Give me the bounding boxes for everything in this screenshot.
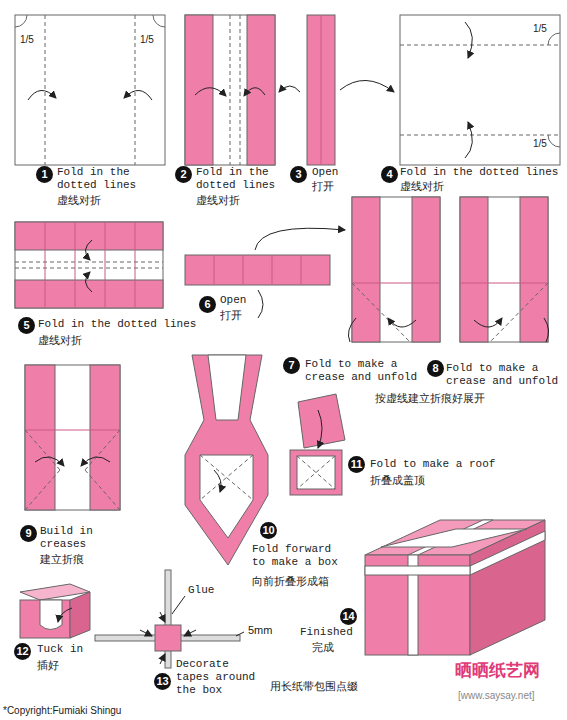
fraction-label: 1/5 [20, 33, 34, 46]
step10-shape [185, 355, 268, 565]
callout-number: 10 [260, 522, 277, 539]
step9-sheet [25, 365, 120, 510]
callout-number: 9 [20, 525, 37, 542]
watermark-url: [www.saysay.net] [458, 689, 535, 702]
leader-line [172, 596, 185, 614]
callout-number: 11 [348, 456, 365, 473]
step-text: Tuck in [37, 643, 83, 656]
step-text-chinese: 虚线对折 [196, 194, 240, 207]
step-text: Fold in the dotted lines [57, 166, 157, 192]
step12-box [20, 584, 90, 638]
step-text: Fold in the dotted lines [400, 166, 562, 179]
step-text: Build in creases [40, 525, 112, 551]
step-text-chinese: 打开 [312, 180, 334, 193]
step-text: Open [220, 294, 246, 307]
step1-square [15, 15, 165, 165]
callout-number: 13 [154, 673, 171, 690]
step2-folded-sheet [185, 15, 275, 165]
callout-number: 14 [340, 608, 357, 625]
step-text-chinese: 虚线对折 [38, 334, 82, 347]
step-text: Finished [300, 626, 353, 639]
step-text: Fold to make a crease and unfold [305, 358, 423, 384]
step-text-chinese: 虚线对折 [57, 194, 101, 207]
watermark: 晒晒纸艺网 [455, 664, 540, 677]
fraction-label: 1/5 [533, 137, 547, 150]
step-text-chinese: 向前折叠形成箱 [252, 575, 329, 588]
step7-sheet [348, 197, 440, 342]
callout-number: 12 [14, 643, 31, 660]
step-text-chinese: 按虚线建立折痕好展开 [375, 392, 485, 405]
step-text: Fold in the dotted lines [38, 318, 208, 331]
note-label: *Copyright:Fumiaki Shingu [3, 704, 121, 717]
step-text-chinese: 折叠成盖顶 [370, 474, 425, 487]
callout-number: 6 [199, 296, 216, 313]
fraction-label: 1/5 [140, 33, 154, 46]
callout-number: 4 [381, 166, 398, 183]
note-label: 5mm [248, 624, 272, 637]
step-text: Fold to make a crease and unfold [446, 362, 563, 388]
fraction-label: 1/5 [533, 22, 547, 35]
step-text: Fold to make a roof [370, 458, 495, 471]
callout-number: 2 [175, 166, 192, 183]
callout-number: 1 [36, 166, 53, 183]
step5-sheet [15, 222, 163, 308]
leader-line [236, 632, 244, 636]
step-text: Open [312, 166, 338, 179]
step14-finished-box [365, 520, 545, 655]
callout-number: 7 [283, 357, 300, 374]
step13-tapes [95, 570, 244, 668]
callout-number: 8 [427, 360, 444, 377]
step-text-chinese: 用长纸带包围点缀 [270, 680, 358, 693]
step-text-chinese: 虚线对折 [400, 180, 444, 193]
step-text: Fold in the dotted lines [196, 166, 288, 192]
step-text: Glue [188, 584, 214, 597]
step11-box [290, 394, 345, 495]
callout-number: 5 [18, 317, 35, 334]
step-text-chinese: 插好 [37, 659, 59, 672]
step-text-chinese: 打开 [220, 309, 242, 322]
step-text-chinese: 建立折痕 [40, 553, 84, 566]
step6-strip [185, 228, 345, 318]
step-text: Decorate tapes around the box [176, 658, 268, 697]
step3-strip [279, 15, 394, 165]
step-text-chinese: 完成 [312, 641, 334, 654]
callout-number: 3 [290, 166, 307, 183]
step4-sheet [400, 15, 560, 165]
step-text: Fold forward to make a box [252, 543, 348, 569]
step8-sheet [460, 197, 549, 342]
